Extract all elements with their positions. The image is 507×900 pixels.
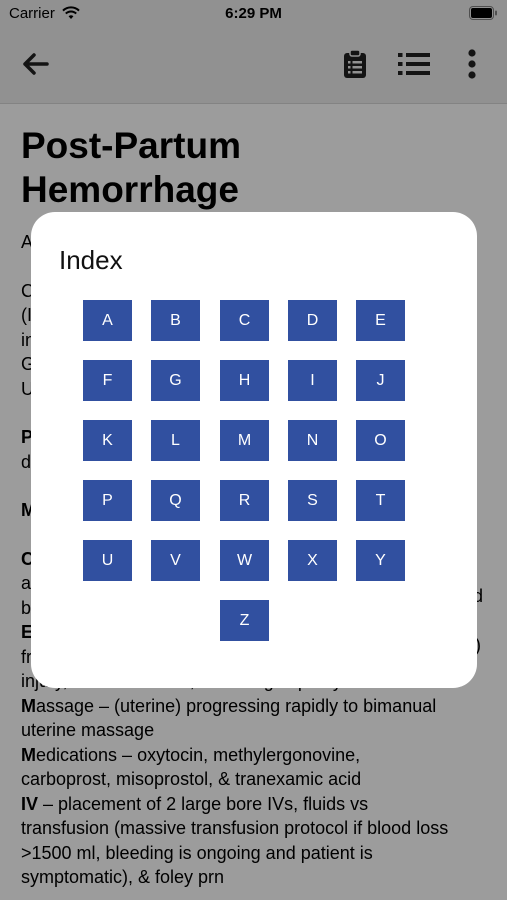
text-line: C	[21, 547, 486, 572]
right-edge-fragment: d	[473, 586, 484, 606]
line-text: – placement of 2 large bore IVs, fluids …	[38, 793, 369, 814]
bold-initial: C	[21, 548, 34, 569]
index-key-g[interactable]: G	[151, 360, 200, 401]
line-text: >1500 ml, bleeding is ongoing and patien…	[21, 842, 373, 863]
text-line: P	[21, 425, 486, 450]
text-line: b	[21, 596, 486, 621]
index-key-n[interactable]: N	[288, 420, 337, 461]
clock: 6:29 PM	[225, 5, 282, 22]
wifi-icon	[62, 6, 80, 24]
back-button[interactable]	[17, 48, 53, 84]
index-key-s[interactable]: S	[288, 480, 337, 521]
bold-initial: M	[21, 695, 36, 716]
line-text: C	[21, 280, 34, 301]
line-text: edications – oxytocin, methylergonovine,	[36, 744, 361, 765]
line-text: A	[21, 232, 34, 252]
bold-initial: IV	[21, 793, 39, 814]
line-text: symptomatic), & foley prn	[21, 867, 225, 887]
clipboard-button[interactable]	[337, 48, 373, 84]
line-text: d	[21, 451, 32, 472]
app-bar	[0, 28, 507, 104]
index-key-y[interactable]: Y	[356, 540, 405, 581]
line-text: transfusion (massive transfusion protoco…	[21, 818, 449, 838]
index-key-d[interactable]: D	[288, 300, 337, 341]
text-line: carboprost, misoprostol, & tranexamic ac…	[21, 767, 486, 792]
text-line: transfusion (massive transfusion protoco…	[21, 816, 486, 841]
line-text: a	[21, 573, 32, 593]
arrow-left-icon	[21, 52, 49, 81]
index-key-v[interactable]: V	[151, 540, 200, 581]
bold-initial: P	[21, 427, 34, 447]
text-line: U	[21, 377, 486, 402]
bold-initial: E	[21, 622, 34, 642]
index-key-l[interactable]: L	[151, 420, 200, 461]
index-key-h[interactable]: H	[220, 360, 269, 401]
line-text: b	[21, 597, 32, 618]
index-key-x[interactable]: X	[288, 540, 337, 581]
index-key-e[interactable]: E	[356, 300, 405, 341]
index-key-c[interactable]: C	[220, 300, 269, 341]
line-text: fr	[21, 646, 32, 667]
index-key-o[interactable]: O	[356, 420, 405, 461]
line-text: assage – (uterine) progressing rapidly t…	[36, 695, 437, 716]
index-key-t[interactable]: T	[356, 480, 405, 521]
text-line: a	[21, 571, 486, 596]
text-line: fr	[21, 645, 486, 670]
line-text: (I	[21, 305, 32, 325]
index-key-a[interactable]: A	[83, 300, 132, 341]
dialog-title: Index	[59, 245, 123, 275]
bold-initial: M	[21, 744, 36, 765]
index-key-w[interactable]: W	[220, 540, 269, 581]
text-line: A	[21, 230, 486, 255]
index-key-q[interactable]: Q	[151, 480, 200, 521]
index-key-b[interactable]: B	[151, 300, 200, 341]
more-vertical-icon	[468, 48, 476, 84]
more-options-button[interactable]	[454, 48, 490, 84]
index-key-f[interactable]: F	[83, 360, 132, 401]
carrier-label: Carrier	[9, 5, 55, 22]
index-key-z[interactable]: Z	[220, 600, 269, 641]
index-key-k[interactable]: K	[83, 420, 132, 461]
index-key-p[interactable]: P	[83, 480, 132, 521]
list-icon	[398, 52, 430, 81]
right-edge-fragment: )	[475, 635, 481, 655]
line-text: uterine massage	[21, 720, 155, 740]
status-bar: Carrier 6:29 PM	[0, 0, 507, 28]
text-line: Medications – oxytocin, methylergonovine…	[21, 743, 486, 768]
list-button[interactable]	[396, 48, 432, 84]
text-line: C	[21, 279, 486, 304]
page-title: Post-Partum Hemorrhage	[21, 125, 241, 210]
index-key-u[interactable]: U	[83, 540, 132, 581]
text-line: E	[21, 620, 486, 645]
index-key-i[interactable]: I	[288, 360, 337, 401]
text-line: Massage – (uterine) progressing rapidly …	[21, 694, 486, 719]
text-line: d	[21, 450, 486, 475]
text-line: >1500 ml, bleeding is ongoing and patien…	[21, 841, 486, 866]
text-line: uterine massage	[21, 718, 486, 743]
text-line: IV – placement of 2 large bore IVs, flui…	[21, 792, 486, 817]
text-line: (I	[21, 303, 486, 328]
text-line: symptomatic), & foley prn	[21, 865, 486, 890]
index-key-j[interactable]: J	[356, 360, 405, 401]
line-text: U	[21, 378, 34, 399]
line-text: carboprost, misoprostol, & tranexamic ac…	[21, 769, 362, 789]
index-key-m[interactable]: M	[220, 420, 269, 461]
index-key-r[interactable]: R	[220, 480, 269, 521]
battery-icon	[469, 6, 498, 24]
clipboard-icon	[343, 48, 367, 84]
